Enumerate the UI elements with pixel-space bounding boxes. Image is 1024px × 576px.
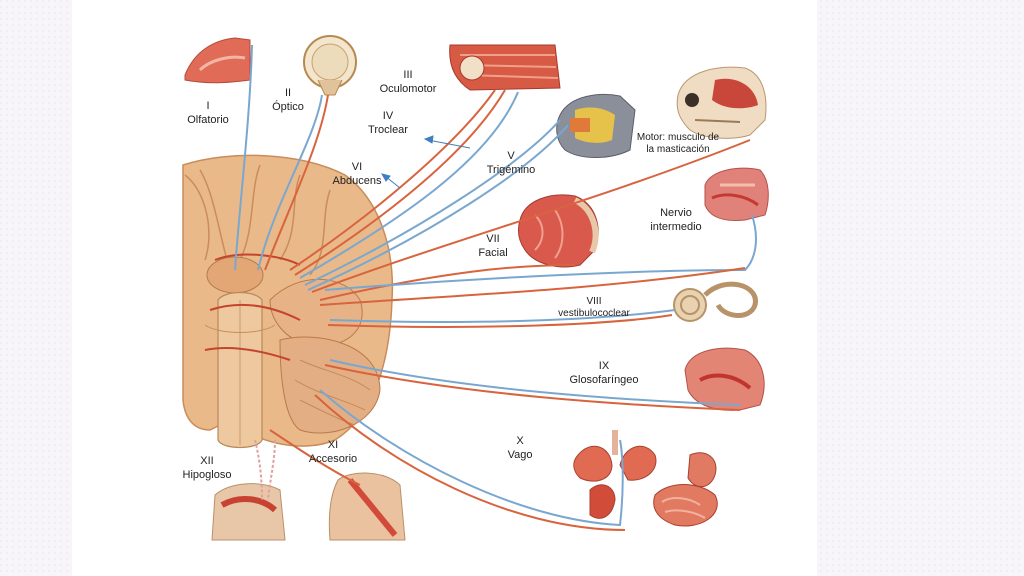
eye-muscles-illustration bbox=[449, 44, 561, 91]
label-abducens-name: Abducens bbox=[332, 175, 382, 187]
label-optico: II Óptico bbox=[263, 86, 313, 114]
label-glosofaringeo: IX Glosofaríngeo bbox=[562, 359, 646, 387]
eye-illustration bbox=[303, 35, 357, 96]
label-intermedio-line1: Nervio bbox=[660, 207, 692, 219]
tongue-illustration bbox=[211, 483, 286, 541]
neck-muscles-illustration bbox=[328, 472, 406, 541]
label-olfatorio-num: I bbox=[206, 100, 210, 112]
label-glosofaringeo-num: IX bbox=[598, 360, 610, 372]
label-trigemino-num: V bbox=[507, 150, 515, 162]
label-vago: X Vago bbox=[500, 434, 540, 462]
label-vestibulococlear: VIII vestibulococlear bbox=[548, 296, 640, 320]
brain-base bbox=[182, 154, 394, 449]
label-hipogloso-num: XII bbox=[200, 455, 214, 467]
label-facial-num: VII bbox=[486, 233, 500, 245]
trigeminal-head-illustration bbox=[556, 93, 636, 158]
throat-section-illustration bbox=[684, 347, 765, 411]
label-optico-num: II bbox=[284, 87, 292, 99]
label-hipogloso-name: Hipogloso bbox=[182, 469, 232, 481]
label-troclear: IV Troclear bbox=[360, 109, 416, 137]
label-oculomotor-num: III bbox=[403, 69, 413, 81]
label-vestibulococlear-name: vestibulococlear bbox=[558, 308, 630, 319]
label-motor-masticacion: Motor: musculo de la masticación bbox=[628, 132, 728, 156]
label-vago-num: X bbox=[516, 435, 524, 447]
label-troclear-num: IV bbox=[382, 110, 394, 122]
dot-pattern-left bbox=[0, 0, 70, 576]
label-abducens-num: VI bbox=[351, 161, 363, 173]
label-hipogloso: XII Hipogloso bbox=[176, 454, 238, 482]
label-facial: VII Facial bbox=[472, 232, 514, 260]
dot-pattern-right bbox=[814, 0, 1024, 576]
nose-illustration bbox=[184, 37, 251, 84]
label-vestibulococlear-num: VIII bbox=[586, 296, 602, 307]
label-vago-name: Vago bbox=[507, 449, 533, 461]
head-section-illustration bbox=[704, 167, 769, 221]
skull-illustration bbox=[676, 66, 767, 139]
label-troclear-name: Troclear bbox=[368, 124, 408, 136]
label-accesorio-num: XI bbox=[327, 439, 339, 451]
nerve-pathways bbox=[234, 44, 757, 531]
inner-ear-illustration bbox=[673, 281, 758, 322]
label-facial-name: Facial bbox=[478, 247, 508, 259]
label-arrows bbox=[380, 135, 471, 189]
label-intermedio-line2: intermedio bbox=[650, 221, 702, 233]
facial-muscles-head-illustration bbox=[517, 194, 599, 268]
label-accesorio-name: Accesorio bbox=[308, 453, 358, 465]
thoracic-abdominal-organs-illustration bbox=[573, 430, 718, 527]
label-motor-line2: la masticación bbox=[646, 144, 710, 155]
label-trigemino-name: Trigémino bbox=[486, 164, 536, 176]
label-abducens: VI Abducens bbox=[330, 160, 384, 188]
label-olfatorio-name: Olfatorio bbox=[187, 114, 229, 126]
label-accesorio: XI Accesorio bbox=[303, 438, 363, 466]
label-glosofaringeo-name: Glosofaríngeo bbox=[569, 374, 639, 386]
label-motor-line1: Motor: musculo de bbox=[636, 132, 720, 143]
label-optico-name: Óptico bbox=[272, 101, 304, 113]
label-oculomotor-name: Oculomotor bbox=[379, 83, 437, 95]
label-nervio-intermedio: Nervio intermedio bbox=[644, 206, 708, 234]
label-oculomotor: III Oculomotor bbox=[372, 68, 444, 96]
label-trigemino: V Trigémino bbox=[482, 149, 540, 177]
label-olfatorio: I Olfatorio bbox=[183, 99, 233, 127]
